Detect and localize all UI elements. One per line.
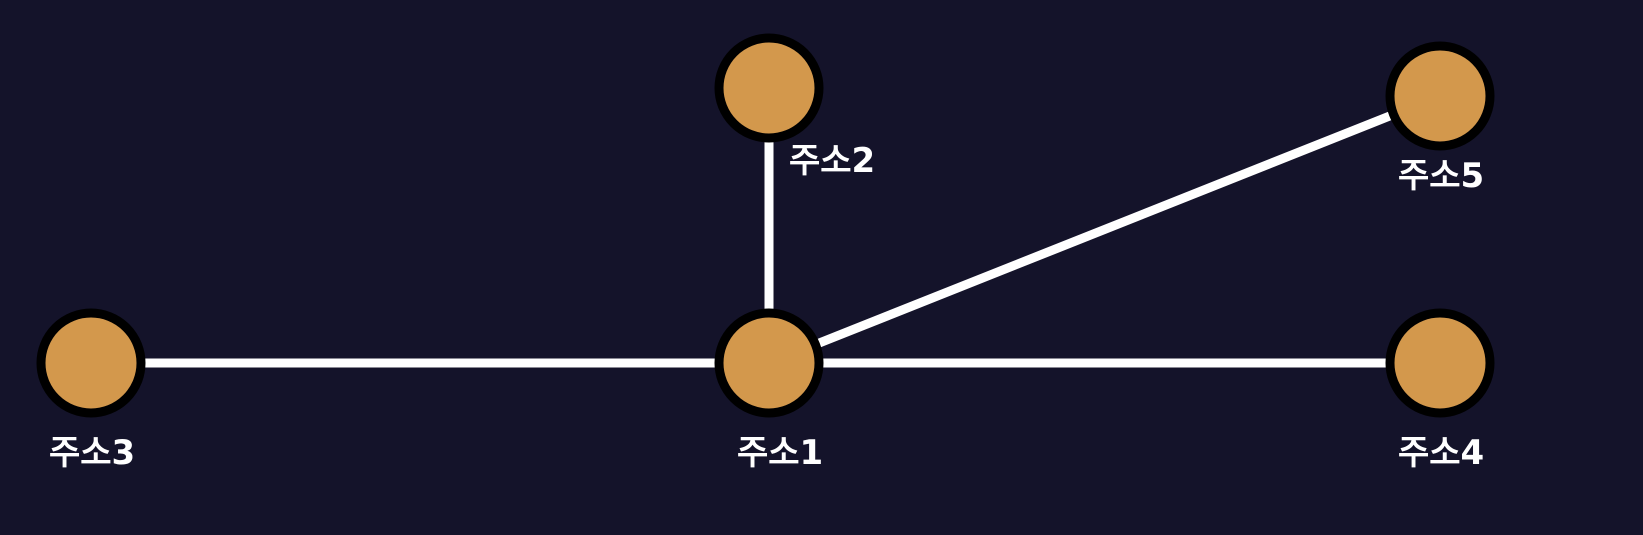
node-label-n3: 주소3 bbox=[49, 433, 135, 473]
nodes-layer bbox=[36, 33, 1495, 418]
node-label-n2: 주소2 bbox=[789, 141, 875, 181]
edge-n1-n5 bbox=[767, 91, 1442, 368]
labels-layer: 주소1 주소2 주소3 주소4 주소5 bbox=[49, 141, 1484, 473]
node-n3 bbox=[36, 308, 146, 418]
node-n4 bbox=[1385, 308, 1495, 418]
node-n5 bbox=[1385, 41, 1495, 151]
node-label-n4: 주소4 bbox=[1398, 433, 1484, 473]
node-n2 bbox=[714, 33, 824, 143]
node-label-n1: 주소1 bbox=[737, 433, 823, 473]
node-label-n5: 주소5 bbox=[1398, 156, 1484, 196]
node-n1 bbox=[714, 308, 824, 418]
